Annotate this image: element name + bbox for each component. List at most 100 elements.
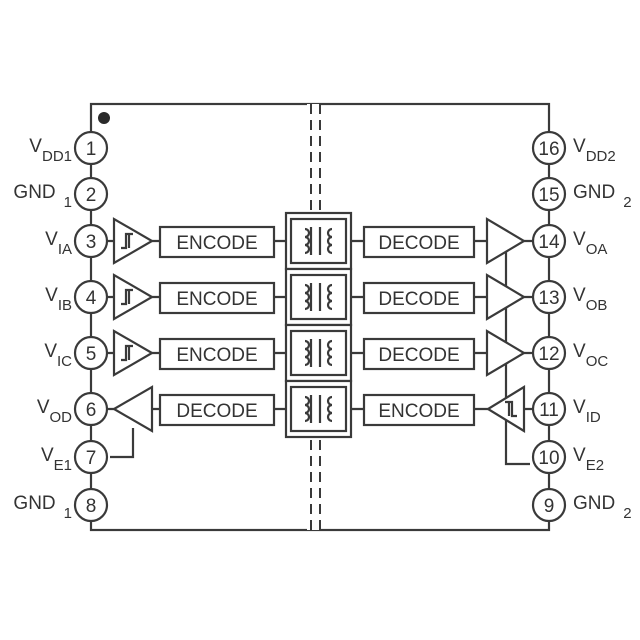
right-codec-block (362, 281, 476, 315)
right-codec-block (362, 393, 476, 427)
right-codec-label: DECODE (378, 233, 459, 254)
transformer (284, 267, 353, 327)
pin-label-main: GND (13, 182, 55, 203)
transformer (284, 323, 353, 383)
right-codec-label: DECODE (378, 345, 459, 366)
pin-circle (73, 223, 109, 259)
pin-label: VID (573, 397, 601, 426)
coil-winding (304, 227, 311, 255)
transformer-inner (289, 273, 348, 321)
pin-label: VOB (573, 285, 607, 314)
pin-label: VDD1 (29, 136, 72, 165)
pin1-dot-marker (98, 112, 110, 124)
pin-label-main: V (44, 341, 57, 362)
left-codec-label: ENCODE (176, 289, 257, 310)
input-buffer (485, 385, 526, 433)
pin-label-sub: E1 (54, 457, 72, 474)
pin-number: 14 (538, 232, 560, 253)
pin-number: 10 (538, 448, 559, 469)
pin-label: VE2 (573, 445, 604, 474)
pin-label-main: V (29, 136, 42, 157)
pin-circle (531, 223, 567, 259)
pin-label-main: V (45, 229, 58, 250)
pin-circle (73, 487, 109, 523)
coil-winding (326, 395, 333, 423)
pin-label-main: V (573, 285, 586, 306)
pin-number: 4 (86, 288, 97, 309)
pin-circle (73, 335, 109, 371)
right-codec-block (362, 225, 476, 259)
pin-circle (531, 439, 567, 475)
right-codec-label: DECODE (378, 289, 459, 310)
output-buffer (111, 385, 154, 433)
input-buffer (112, 217, 155, 265)
pin-circle (531, 279, 567, 315)
pin-label-sub: IB (58, 297, 72, 314)
pin-label: VE1 (41, 445, 72, 474)
pin-label-sub: OA (586, 241, 608, 258)
pin-label-main: GND (13, 493, 55, 514)
pin-label-sub: OB (586, 297, 608, 314)
transformer-frame (284, 379, 353, 439)
left-pin-4: 4 VIB (45, 279, 109, 315)
left-codec-block (158, 393, 276, 427)
transformer (284, 211, 353, 271)
pin-label-main: V (37, 397, 50, 418)
coil-winding (326, 339, 333, 367)
pin-label-main: V (573, 341, 586, 362)
channel-2: ENCODE DECODE (112, 267, 527, 327)
pin-label: VOC (573, 341, 608, 370)
output-buffer (485, 329, 527, 377)
pin-label: VOD (37, 397, 72, 426)
pin-label-main: V (573, 445, 586, 466)
pin-label-main: GND (573, 493, 615, 514)
pin-label-sub: 1 (64, 194, 72, 211)
coil-winding (326, 283, 333, 311)
pin-number: 9 (544, 496, 555, 517)
output-buffer (485, 273, 527, 321)
pin-label-main: V (45, 285, 58, 306)
schmitt-symbol (121, 344, 133, 362)
transformer-inner (289, 385, 348, 433)
left-codec-block (158, 337, 276, 371)
pin-label: GND 2 (573, 493, 632, 522)
right-codec-label: ENCODE (378, 401, 459, 422)
pin-label-sub: DD1 (42, 148, 72, 165)
pin-label: GND 1 (13, 182, 72, 211)
left-codec-label: ENCODE (176, 345, 257, 366)
pin-label-sub: E2 (586, 457, 604, 474)
pin-circle (531, 391, 567, 427)
pin-label-sub: IC (57, 353, 72, 370)
schmitt-symbol (121, 288, 133, 306)
schmitt-symbol (121, 232, 133, 250)
pin-label-main: GND (573, 182, 615, 203)
pin-label-sub: 2 (623, 505, 631, 522)
left-codec-label: DECODE (176, 401, 257, 422)
channel-3: ENCODE DECODE (112, 323, 527, 383)
pin-number: 6 (86, 400, 97, 421)
channels: ENCODE DECODE ENCODE DECODE ENCODE DECODE DECO… (111, 211, 527, 439)
right-codec-block (362, 337, 476, 371)
pin-number: 12 (538, 344, 559, 365)
pin-label-main: V (573, 229, 586, 250)
pin-label-sub: 1 (64, 505, 72, 522)
pin-label: GND 1 (13, 493, 72, 522)
pin-label-sub: DD2 (586, 148, 616, 165)
pin-label: VOA (573, 229, 607, 258)
input-buffer (112, 329, 155, 377)
coil-winding (304, 339, 311, 367)
pin-label-sub: OD (50, 409, 73, 426)
pin-label-sub: IA (58, 241, 72, 258)
pin-circle (531, 130, 567, 166)
coil-winding (304, 283, 311, 311)
